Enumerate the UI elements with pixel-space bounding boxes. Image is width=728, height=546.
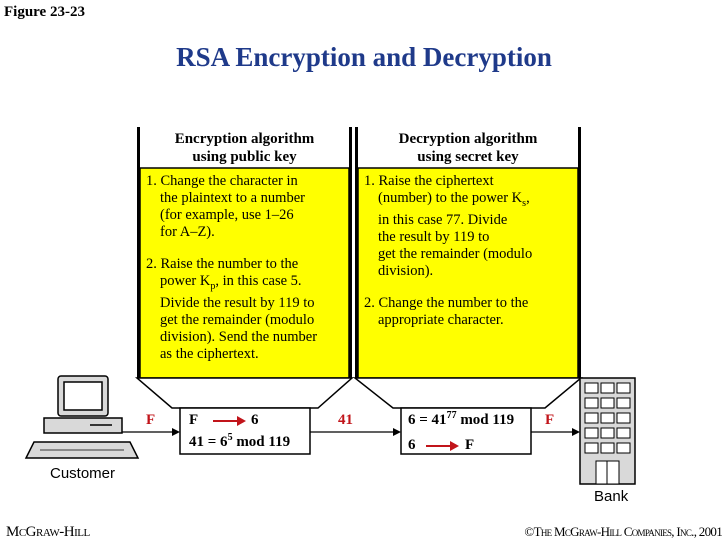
computer-icon	[24, 375, 140, 459]
encryption-column-bar-right	[349, 127, 352, 379]
encryption-column-bar-left	[137, 127, 140, 379]
customer-to-encrypt-arrowhead	[172, 428, 180, 436]
customer-label: Customer	[50, 465, 116, 482]
plaintext-in-label: F	[146, 412, 156, 428]
encryption-step-line: for A–Z).	[160, 224, 215, 240]
decryption-step-line: (number) to the power Ks,	[378, 190, 530, 209]
decryption-column-bar-right	[578, 127, 581, 379]
decryption-box	[400, 407, 532, 455]
plaintext-out-label: F	[545, 412, 555, 428]
decryption-panel	[357, 167, 579, 379]
decryption-steps: 1. Raise the ciphertext (number) to the …	[364, 173, 576, 329]
bank-label: Bank	[594, 488, 629, 505]
decryption-step-line: the result by 119 to	[378, 228, 490, 245]
encryption-step-line: 1. Change the character in	[146, 173, 298, 189]
encryption-step-line: the plaintext to a number	[160, 190, 305, 206]
footer-copyright: ©The McGraw-Hill Companies, Inc., 2001	[524, 524, 722, 539]
decryption-box-line2-left: 6	[408, 437, 416, 453]
encryption-box-line1-left: F	[189, 412, 199, 428]
footer-publisher: McGraw-Hill	[6, 524, 90, 540]
encryption-step-line: (for example, use 1–26	[160, 207, 294, 223]
decryption-step-line: 2. Change the number to the	[364, 294, 529, 311]
encryption-box-line2: 41 = 65 mod 119	[189, 432, 291, 450]
decryption-step-line: appropriate character.	[378, 311, 504, 328]
decryption-arrow-head	[450, 441, 459, 451]
encryption-steps: 1. Change the character in the plaintext…	[146, 173, 346, 363]
bank-building-icon	[579, 377, 636, 485]
encryption-box	[179, 407, 311, 455]
encryption-step-line: division). Send the number	[160, 328, 318, 345]
decryption-column-bar-left	[355, 127, 358, 379]
decryption-step-line: get the remainder (modulo	[378, 245, 533, 262]
figure-label: Figure 23-23	[4, 4, 85, 20]
encryption-heading: Encryption algorithm using public key	[174, 131, 315, 165]
decryption-funnel	[352, 377, 584, 409]
ciphertext-label: 41	[338, 412, 353, 428]
encryption-step-line: get the remainder (modulo	[160, 311, 315, 328]
encryption-box-line1-right: 6	[251, 412, 259, 428]
encryption-step-line: as the ciphertext.	[160, 345, 259, 362]
encryption-arrow-head	[237, 416, 246, 426]
decryption-box-line2-right: F	[465, 437, 475, 453]
decryption-step-line: in this case 77. Divide	[378, 211, 508, 228]
decryption-step-line: 1. Raise the ciphertext	[364, 173, 494, 189]
encrypt-to-decrypt-arrowhead	[393, 428, 401, 436]
decryption-heading: Decryption algorithm using secret key	[398, 131, 538, 165]
encryption-step-line: Divide the result by 119 to	[160, 294, 315, 311]
page-title: RSA Encryption and Decryption	[176, 42, 552, 72]
encryption-funnel	[134, 377, 354, 409]
decryption-box-line1: 6 = 4177 mod 119	[408, 410, 515, 428]
decrypt-to-bank-arrowhead	[572, 428, 580, 436]
encryption-step-line: power Kp, in this case 5.	[160, 273, 302, 292]
encryption-step-line: 2. Raise the number to the	[146, 256, 299, 272]
decryption-step-line: division).	[378, 262, 434, 279]
